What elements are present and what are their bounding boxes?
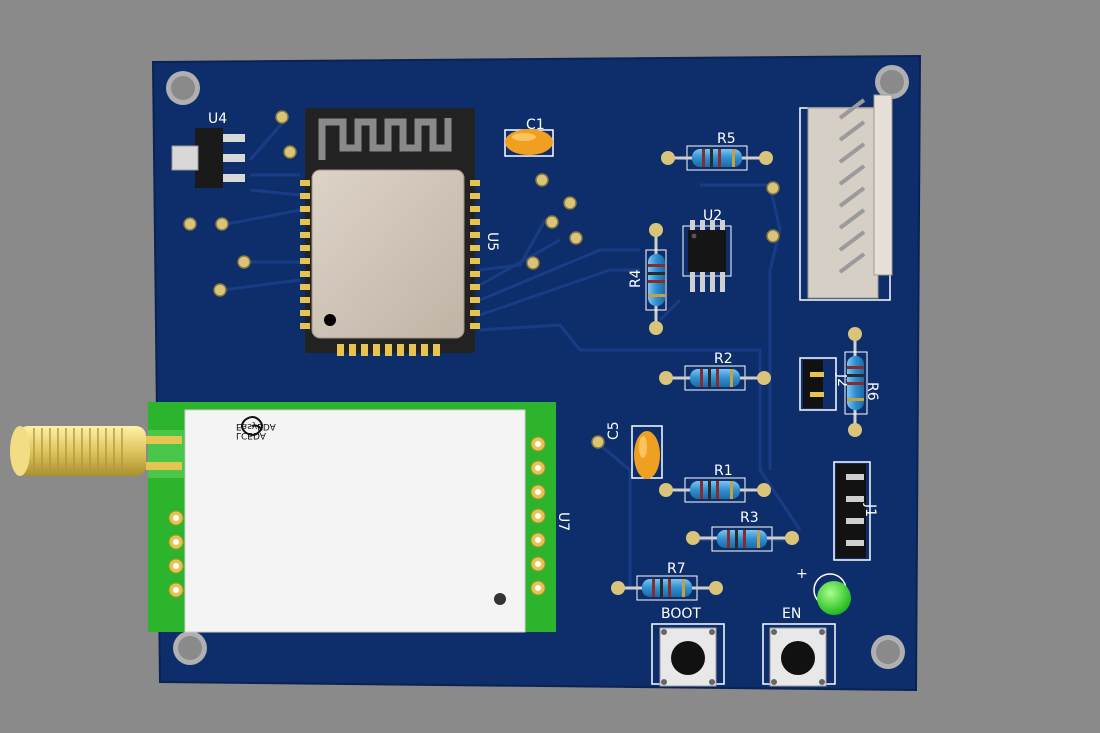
r7-resistor [611, 575, 723, 601]
label-j2: J2 [834, 373, 850, 387]
label-r3: R3 [740, 510, 759, 526]
logo-line2: EasyEDA [236, 421, 277, 431]
u4-voltage-regulator [171, 128, 245, 188]
u2-ic [682, 220, 732, 292]
label-boot: BOOT [661, 606, 701, 622]
logo-line1: LCEDA [236, 430, 267, 440]
led-green [813, 573, 851, 615]
label-c1: C1 [526, 117, 545, 133]
u5-wifi-module [300, 108, 480, 356]
en-button[interactable] [762, 623, 836, 687]
c1-capacitor [504, 129, 554, 157]
j2-jumper [799, 357, 837, 411]
copper-traces [221, 119, 802, 590]
label-r5: R5 [717, 131, 736, 147]
label-j1: J1 [862, 503, 878, 517]
boot-button[interactable] [651, 623, 725, 687]
r3-resistor [686, 526, 799, 552]
label-u4: U4 [208, 111, 227, 127]
easyeda-logo: EasyEDA LCEDA [236, 416, 277, 440]
r1-resistor [659, 477, 771, 503]
c5-capacitor [631, 425, 663, 479]
label-led-plus: + [796, 566, 808, 582]
label-r1: R1 [714, 463, 733, 479]
label-r4: R4 [628, 269, 644, 288]
sma-antenna-connector [10, 426, 146, 476]
u7-radio-module [146, 402, 556, 633]
label-r2: R2 [714, 351, 733, 367]
label-r7: R7 [667, 561, 686, 577]
mounting-holes [166, 65, 909, 669]
r5-resistor [661, 145, 773, 171]
r6-resistor [844, 327, 868, 437]
r2-resistor [659, 365, 771, 391]
j1-header [833, 461, 871, 561]
label-c5: C5 [606, 421, 622, 440]
label-r6: R6 [864, 382, 880, 401]
header-connector-top [799, 94, 893, 301]
label-u2: U2 [703, 208, 722, 224]
via-pads [183, 110, 780, 449]
label-u5: U5 [484, 232, 500, 251]
label-en: EN [782, 606, 801, 622]
r4-resistor [645, 223, 667, 335]
label-u7: U7 [555, 512, 571, 531]
